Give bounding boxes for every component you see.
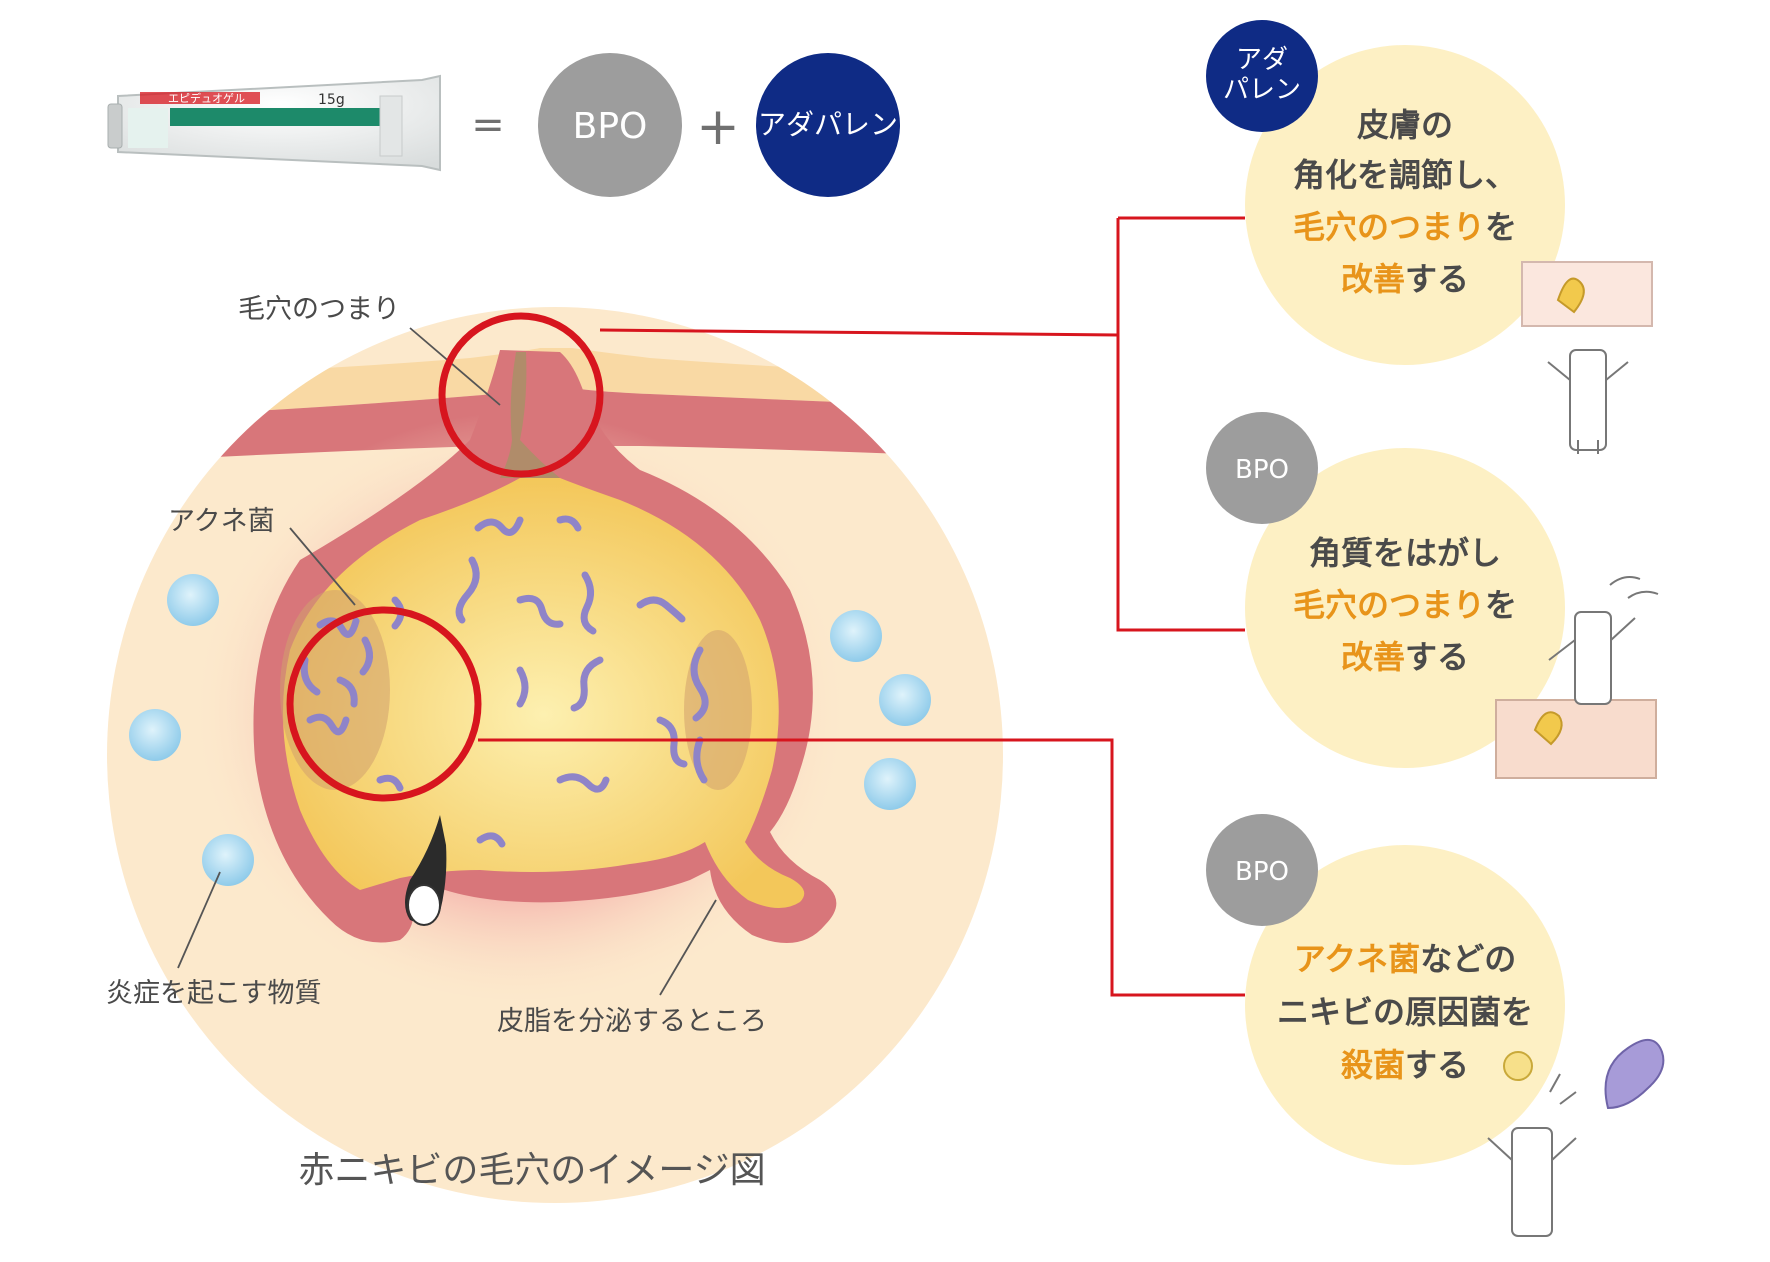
label-sebum-secretion: 皮脂を分泌するところ [497, 1006, 767, 1037]
effect-1-line-3: 毛穴のつまりを [1293, 208, 1517, 246]
product-weight-label: 15g [318, 92, 345, 108]
diagram-caption: 赤ニキビの毛穴のイメージ図 [298, 1150, 765, 1191]
effect-2-line-1: 角質をはがし [1309, 534, 1501, 572]
label-inflammatory-substance: 炎症を起こす物質 [106, 978, 321, 1009]
effect-panel-1: アダ パレン 皮膚の 角化を調節し、 毛穴のつまりを 改善する [1206, 20, 1653, 454]
effect-3-line-2: ニキビの原因菌を [1277, 993, 1533, 1031]
label-pore-clog: 毛穴のつまり [238, 294, 400, 325]
effect-2-badge: BPO [1235, 455, 1289, 485]
effect-3-badge: BPO [1235, 857, 1289, 887]
pore-cross-section: 毛穴のつまり アクネ菌 炎症を起こす物質 皮脂を分泌するところ 赤ニキビの毛穴の… [106, 294, 1003, 1203]
tube-character-icon [1495, 576, 1659, 779]
keratin-plug-icon [500, 352, 560, 478]
bpo-ingredient-circle [538, 53, 682, 197]
acne-bacteria-group [300, 515, 709, 848]
effect-1-line-4: 改善する [1341, 260, 1469, 298]
effect-3-line-1: アクネ菌などの [1294, 940, 1516, 978]
effect-1-badge-line-2: パレン [1223, 75, 1301, 105]
product-name-label: エピデュオゲル [168, 91, 245, 105]
effect-1-badge-line-1: アダ [1236, 45, 1288, 75]
effect-2-line-2: 毛穴のつまりを [1293, 586, 1517, 624]
bpo-badge-1 [1206, 412, 1318, 524]
effect-panel-3: BPO アクネ菌などの ニキビの原因菌を 殺菌する [1206, 814, 1665, 1237]
inflammatory-dots [129, 574, 931, 886]
adapalene-ingredient-label: アダパレン [758, 108, 898, 141]
connector-lines [478, 216, 1245, 997]
adapalene-ingredient-circle [756, 53, 900, 197]
bacteria-highlight-ring [286, 606, 482, 802]
product-formula: 15g エピデュオゲル = BPO + アダパレン [107, 53, 900, 197]
bacteria-colony-right [684, 630, 752, 790]
effect-2-line-3: 改善する [1341, 638, 1469, 676]
tube-character-icon [1521, 261, 1653, 454]
tube-character-icon [1487, 1073, 1577, 1237]
plus-sign: + [696, 97, 740, 157]
bacterium-icon [1503, 1039, 1665, 1110]
effect-3-line-3: 殺菌する [1341, 1046, 1469, 1084]
hair-bulb [407, 884, 441, 926]
effect-1-line-2: 角化を調節し、 [1293, 156, 1517, 194]
product-tube-icon: 15g エピデュオゲル [107, 74, 441, 172]
equals-sign: = [471, 102, 505, 148]
pore-highlight-ring [438, 312, 604, 478]
label-acne-bacteria: アクネ菌 [168, 506, 275, 537]
bpo-badge-2 [1206, 814, 1318, 926]
sebum-cavity [282, 478, 805, 909]
effect-1-line-1: 皮膚の [1357, 106, 1453, 144]
adapalene-badge [1206, 20, 1318, 132]
effect-panel-2: BPO 角質をはがし 毛穴のつまりを 改善する [1206, 412, 1659, 779]
bpo-ingredient-label: BPO [573, 106, 648, 147]
